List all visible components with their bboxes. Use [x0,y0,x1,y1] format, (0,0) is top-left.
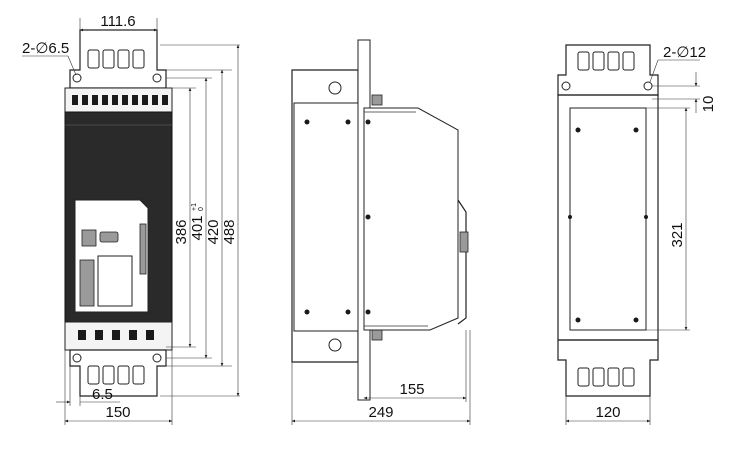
side-hole-top [328,81,342,95]
dim-front-heights: 386 401 +1 0 420 488 [160,44,240,397]
dim-side-depth: 249 [291,330,471,425]
front-top-bracket-slots [87,49,145,69]
dim-back-offset: 10 [652,72,717,113]
dim-front-h2-label: 401 [189,215,206,240]
dim-front-mount-hole-label: 2-∅6.5 [22,40,69,57]
side-left-cover [293,102,359,332]
back-top-hole-right [643,81,653,91]
back-top-bracket-slots [577,51,635,71]
dim-back-width: 120 [565,396,651,425]
back-bottom-bracket [557,339,659,397]
side-view: 155 249 [291,39,471,425]
dim-front-h2-tol-lower: 0 [198,207,205,211]
dim-front-h1-label: 386 [173,219,190,244]
dim-front-offset: 6.5 [56,366,120,406]
side-front-button [459,231,469,253]
dim-front-width-label: 150 [105,404,130,421]
dim-front-top-width-label: 111.6 [100,13,135,30]
dim-side-depth-label: 249 [368,404,393,421]
front-bottom-bracket [69,349,167,397]
dim-back-height: 321 [646,107,690,331]
dim-front-mount-hole: 2-∅6.5 [22,40,77,76]
dim-front-offset-label: 6.5 [92,386,113,403]
front-bottom-hole-right [152,353,162,363]
side-front-latch [457,199,467,325]
side-main-chassis [363,107,459,331]
front-top-hole-left [72,73,82,83]
side-hole-bottom [328,338,342,352]
back-view: 2-∅12 10 321 120 [557,44,717,425]
front-connector-lower [79,259,95,307]
dim-front-h2: 401 +1 0 [189,203,206,241]
dim-back-offset-label: 10 [700,96,717,113]
back-plate [569,107,647,331]
dim-front-h4-label: 488 [221,219,238,244]
back-bottom-bracket-slots [577,367,635,387]
front-port [99,231,119,243]
dim-back-height-label: 321 [669,222,686,247]
front-bottom-hole-left [72,353,82,363]
dim-side-depth-mount-label: 155 [399,381,424,398]
dim-back-hole-label: 2-∅12 [663,44,706,61]
front-bottom-terminals [78,330,154,340]
back-top-hole-left [561,81,571,91]
dim-side-depth-mount: 155 [363,330,467,402]
front-bottom-bracket-slots [87,365,145,385]
dim-front-top-width: 111.6 [79,13,158,32]
front-view: 111.6 2-∅6.5 386 401 +1 0 [22,13,240,425]
dim-back-hole: 2-∅12 [649,44,706,83]
front-top-terminals [72,95,168,105]
dim-front-h2-tol-upper: +1 [191,203,198,211]
dim-front-width: 150 [64,350,173,425]
dim-front-h3-label: 420 [205,219,222,244]
front-top-hole-right [152,73,162,83]
dim-back-width-label: 120 [595,404,620,421]
front-display-area [97,255,133,307]
front-connector-upper [81,229,97,247]
front-side-latch [139,223,147,275]
